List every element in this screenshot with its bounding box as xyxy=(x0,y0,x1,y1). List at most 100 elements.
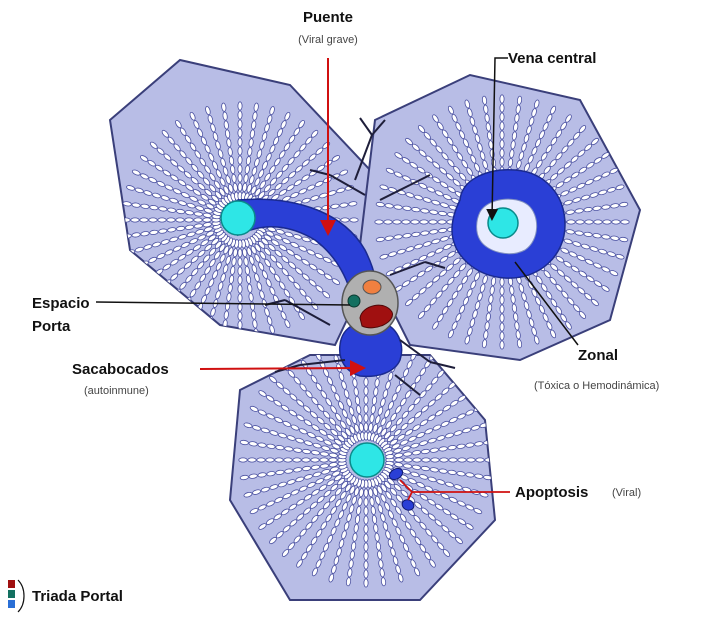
hepatocyte-cell xyxy=(132,264,141,271)
hepatocyte-cell xyxy=(257,458,265,462)
hepatocyte-cell xyxy=(364,570,368,578)
hepatocyte-cell xyxy=(331,346,337,355)
hepatocyte-cell xyxy=(440,458,448,462)
hepatocyte-cell xyxy=(238,138,242,146)
hepatocyte-cell xyxy=(193,311,200,320)
hepatocyte-cell xyxy=(364,561,368,569)
hepatocyte-cell xyxy=(238,267,242,275)
hepatocyte-cell xyxy=(189,319,196,328)
hepatocyte-cell xyxy=(205,325,211,334)
hepatocyte-cell xyxy=(350,218,358,222)
hepatocyte-cell xyxy=(500,323,504,331)
sacabocados-pointer xyxy=(200,368,362,369)
hepatocyte-cell xyxy=(364,525,368,533)
hepatocyte-cell xyxy=(364,489,368,497)
hepatocyte-cell xyxy=(364,423,368,431)
hepatocyte-cell xyxy=(238,276,242,284)
hepatocyte-cell xyxy=(238,156,242,164)
hepatocyte-cell xyxy=(238,294,242,302)
hepatocyte-cell xyxy=(147,273,156,281)
portal-triad xyxy=(342,271,398,335)
hepatocyte-cell xyxy=(500,113,504,121)
hepatocyte-cell xyxy=(329,458,337,462)
label-puente-sub: (Viral grave) xyxy=(298,34,358,46)
hepatocyte-cell xyxy=(131,218,139,222)
hepatocyte-cell xyxy=(163,279,172,288)
hepatocyte-cell xyxy=(364,405,368,413)
hepatocyte-cell xyxy=(238,183,242,191)
hepatocyte-cell xyxy=(311,343,318,352)
label-apoptosis-sub: (Viral) xyxy=(612,487,641,499)
hepatocyte-cell xyxy=(302,458,310,462)
hepatocyte-cell xyxy=(567,220,575,224)
hepatocyte-cell xyxy=(603,220,611,224)
hepatocyte-cell xyxy=(500,296,504,304)
hepatocyte-cell xyxy=(139,278,148,286)
hepatocyte-cell xyxy=(364,552,368,560)
legend-vein-swatch xyxy=(8,600,15,608)
hepatocyte-cell xyxy=(238,129,242,137)
hepatocyte-cell xyxy=(500,314,504,322)
label-sacabocados-sub: (autoinmune) xyxy=(84,385,149,397)
hepatocyte-cell xyxy=(612,220,620,224)
hepatocyte-cell xyxy=(238,120,242,128)
hepatocyte-cell xyxy=(238,249,242,257)
label-zonal-sub: (Tóxica o Hemodinámica) xyxy=(534,380,659,392)
hepatocyte-cell xyxy=(174,311,182,320)
hepatocyte-cell xyxy=(149,290,158,299)
hepatocyte-cell xyxy=(364,498,368,506)
hepatocyte-cell xyxy=(179,304,187,313)
hepatocyte-cell xyxy=(238,312,242,320)
hepatocyte-cell xyxy=(458,458,466,462)
hepatocyte-cell xyxy=(364,507,368,515)
label-apoptosis: Apoptosis xyxy=(515,484,588,501)
hepatocyte-cell xyxy=(364,516,368,524)
hepatocyte-cell xyxy=(422,458,430,462)
hepatocyte-cell xyxy=(500,287,504,295)
central-vein-left xyxy=(221,201,255,235)
hepatocyte-cell xyxy=(420,220,428,224)
hepatocyte-cell xyxy=(413,458,421,462)
hepatocyte-cell xyxy=(158,218,166,222)
hepatocyte-cell xyxy=(167,218,175,222)
hepatocyte-cell xyxy=(500,104,504,112)
hepatocyte-cell xyxy=(500,149,504,157)
hepatocyte-cell xyxy=(248,458,256,462)
hepatocyte-cell xyxy=(402,220,410,224)
label-porta: Porta xyxy=(32,318,71,335)
hepatocyte-cell xyxy=(238,147,242,155)
label-espacio: Espacio xyxy=(32,295,90,312)
hepatocyte-cell xyxy=(467,458,475,462)
hepatocyte-cell xyxy=(404,458,412,462)
hepatocyte-cell xyxy=(500,332,504,340)
hepatocyte-cell xyxy=(194,218,202,222)
hepatocyte-cell xyxy=(364,414,368,422)
hepatocyte-cell xyxy=(364,396,368,404)
hepatocyte-cell xyxy=(576,220,584,224)
legend-artery-swatch xyxy=(8,580,15,588)
hepatocyte-cell xyxy=(238,174,242,182)
legend-triada-portal: Triada Portal xyxy=(8,580,123,612)
hepatocyte-cell xyxy=(239,458,247,462)
hepatocyte-cell xyxy=(238,321,242,329)
hepatocyte-cell xyxy=(393,220,401,224)
hepatocyte-cell xyxy=(500,122,504,130)
hepatocyte-cell xyxy=(364,579,368,587)
hepatocyte-cell xyxy=(411,220,419,224)
hepatocyte-cell xyxy=(221,328,226,337)
hepatocyte-cell xyxy=(500,305,504,313)
legend-duct-swatch xyxy=(8,590,15,598)
hepatocyte-cell xyxy=(364,378,368,386)
label-zonal: Zonal xyxy=(578,347,618,364)
hepatocyte-cell xyxy=(364,387,368,395)
hepatocyte-cell xyxy=(454,375,463,384)
hepatocyte-cell xyxy=(364,534,368,542)
hepatocyte-cell xyxy=(500,278,504,286)
legend-bracket xyxy=(18,580,24,612)
hepatocyte-cell xyxy=(320,458,328,462)
hepatocyte-cell xyxy=(476,458,484,462)
hepatocyte-cell xyxy=(176,218,184,222)
hepatocyte-cell xyxy=(449,458,457,462)
hepatocyte-cell xyxy=(238,102,242,110)
hepatocyte-cell xyxy=(293,458,301,462)
